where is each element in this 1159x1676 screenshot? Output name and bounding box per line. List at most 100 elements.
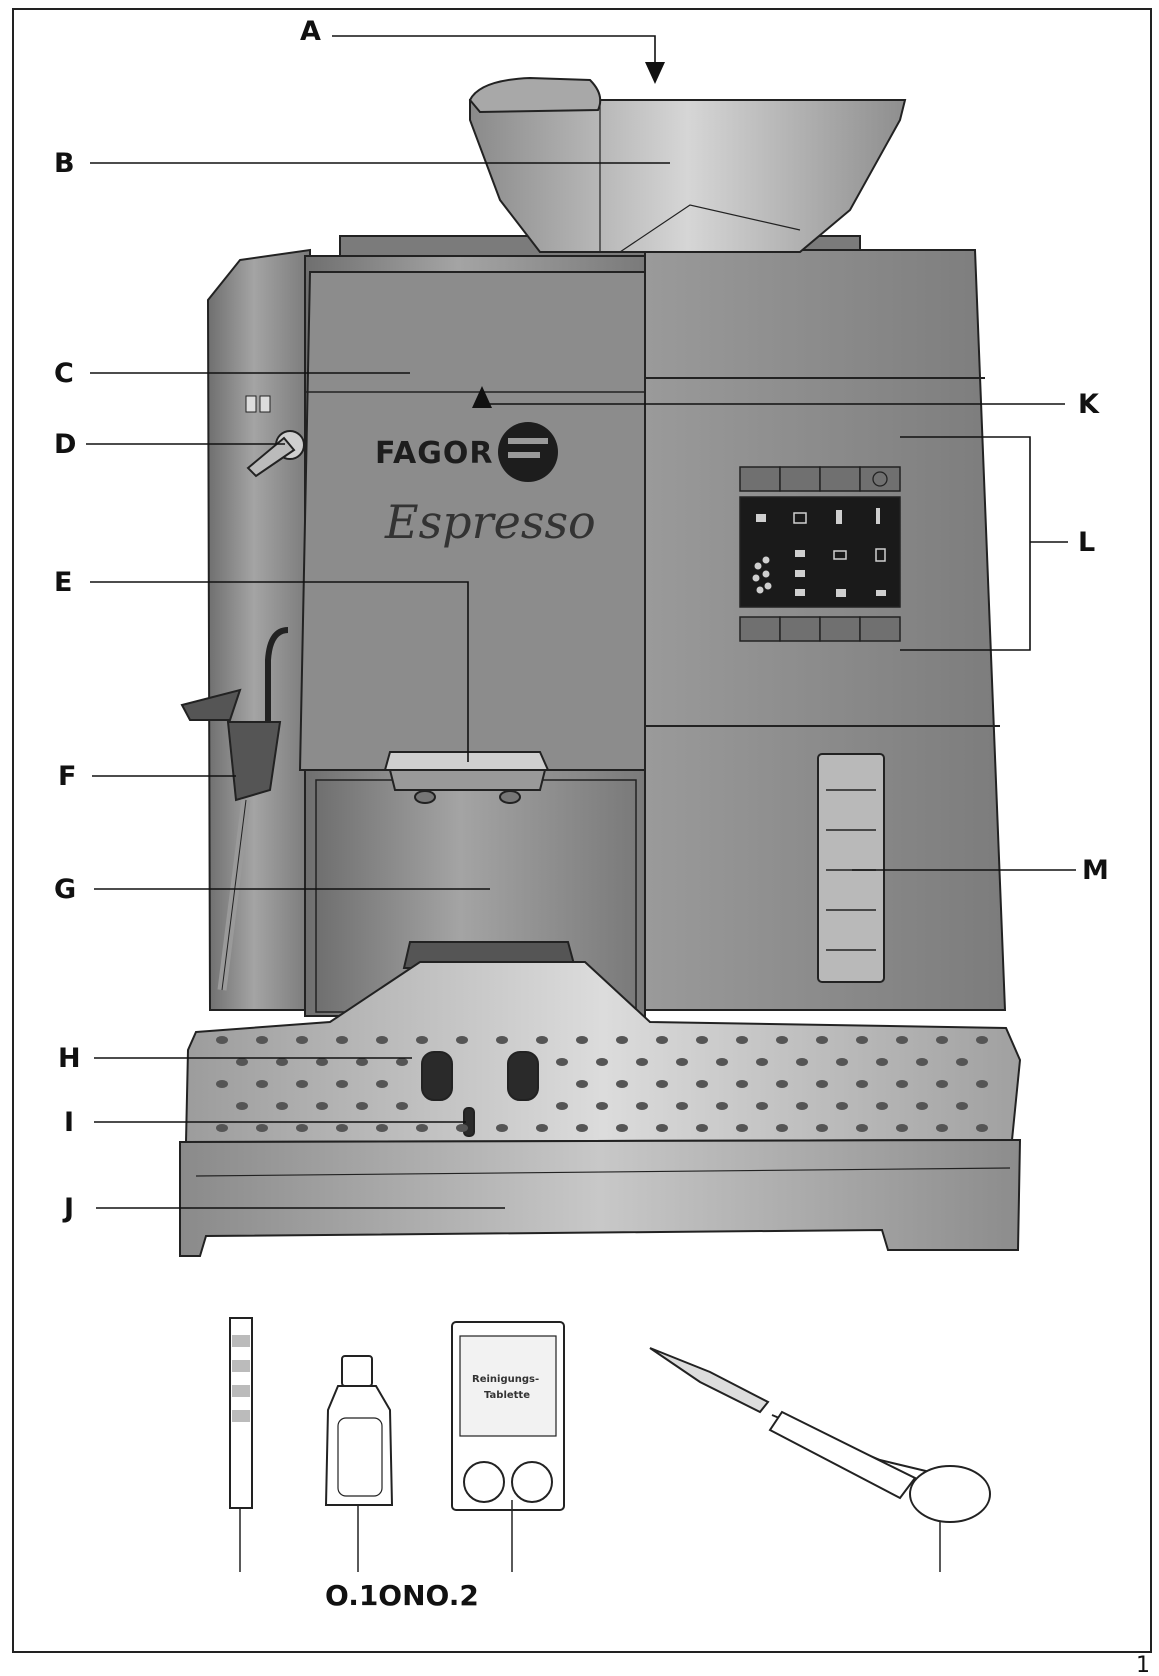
tray-hole: [616, 1036, 628, 1044]
tray-hole: [276, 1102, 288, 1110]
callout-f: F: [58, 761, 76, 792]
callout-l: L: [1078, 527, 1095, 558]
tray-hole: [956, 1102, 968, 1110]
tray-hole: [956, 1058, 968, 1066]
tray-hole: [936, 1036, 948, 1044]
panel-button[interactable]: [819, 466, 861, 492]
power-button[interactable]: [859, 466, 901, 492]
tray-hole: [896, 1124, 908, 1132]
tray-hole: [696, 1080, 708, 1088]
drip-slot: [421, 1051, 453, 1101]
panel-button[interactable]: [859, 616, 901, 642]
tray-hole: [456, 1036, 468, 1044]
brand-logo-text: FAGOR: [375, 436, 494, 471]
steam-icon: [836, 510, 842, 524]
tray-hole: [636, 1102, 648, 1110]
tray-hole: [256, 1124, 268, 1132]
panel-button[interactable]: [779, 616, 821, 642]
tray-hole: [876, 1058, 888, 1066]
tray-hole: [216, 1080, 228, 1088]
tray-hole: [856, 1124, 868, 1132]
tray-hole: [776, 1124, 788, 1132]
tray-hole: [756, 1102, 768, 1110]
tray-hole: [416, 1036, 428, 1044]
tray-hole: [296, 1124, 308, 1132]
tray-hole: [696, 1124, 708, 1132]
tray-hole: [576, 1036, 588, 1044]
tray-hole: [816, 1036, 828, 1044]
tray-hole: [716, 1058, 728, 1066]
tray-hole: [496, 1124, 508, 1132]
cup-medium-icon: [795, 570, 805, 577]
steam-wand: [180, 627, 289, 991]
top-button-row: [739, 466, 901, 492]
callout-e: E: [54, 567, 72, 598]
hopper-lid-handle: [468, 76, 602, 114]
tray-hole: [456, 1124, 468, 1132]
panel-button[interactable]: [739, 616, 781, 642]
tray-hole: [696, 1036, 708, 1044]
page-number: 1: [1136, 1653, 1150, 1676]
tray-hole: [856, 1080, 868, 1088]
tray-hole: [276, 1058, 288, 1066]
tray-hole: [916, 1102, 928, 1110]
callout-h: H: [58, 1043, 81, 1074]
tray-hole: [836, 1102, 848, 1110]
tray-hole: [296, 1080, 308, 1088]
callout-d: D: [54, 429, 76, 460]
callout-j: J: [62, 1193, 74, 1224]
drip-slot: [507, 1051, 539, 1101]
tray-hole: [596, 1102, 608, 1110]
tray-hole: [256, 1036, 268, 1044]
tray-hole: [416, 1124, 428, 1132]
tray-hole: [376, 1124, 388, 1132]
tray-hole: [216, 1036, 228, 1044]
tray-hole: [376, 1036, 388, 1044]
panel-button[interactable]: [739, 466, 781, 492]
arrow-up-icon: [472, 386, 492, 408]
cup-icon: [756, 514, 766, 522]
bean-hopper: [468, 76, 907, 253]
tray-hole: [796, 1058, 808, 1066]
arrow-down-icon: [645, 62, 665, 84]
drip-tray-front: [179, 1138, 1022, 1257]
tray-icon: [836, 589, 846, 597]
panel-button[interactable]: [819, 616, 861, 642]
brand-logo-icon: [498, 422, 558, 482]
cleaning-tablets-card: [451, 1321, 565, 1572]
accessories-caption: O.1ONO.2: [325, 1579, 479, 1612]
double-cup-icon: [793, 512, 807, 524]
tray-hole: [496, 1036, 508, 1044]
accessories: [229, 1317, 991, 1572]
tray-hole: [616, 1124, 628, 1132]
callout-b: B: [54, 148, 75, 179]
grounds-icon: [875, 548, 886, 562]
descaler-bottle: [324, 1355, 394, 1572]
bean-icon: [754, 562, 762, 570]
tablet-label-line1: Reinigungs-: [472, 1374, 539, 1385]
product-script-text: Espresso: [384, 495, 596, 549]
tray-hole: [716, 1102, 728, 1110]
tray-hole: [536, 1124, 548, 1132]
tray-hole: [356, 1058, 368, 1066]
tray-hole: [736, 1036, 748, 1044]
callout-a: A: [300, 16, 321, 47]
tray-hole: [376, 1080, 388, 1088]
cup-small-icon: [795, 550, 805, 557]
control-panel: [739, 466, 901, 642]
tray-hole: [896, 1036, 908, 1044]
tray-hole: [216, 1124, 228, 1132]
tray-hole: [576, 1124, 588, 1132]
water-tank-icon: [833, 550, 847, 560]
panel-button[interactable]: [779, 466, 821, 492]
tray-hole: [916, 1058, 928, 1066]
tray-hole: [556, 1058, 568, 1066]
callout-m: M: [1082, 855, 1109, 886]
tray-hole: [816, 1124, 828, 1132]
tray-perforations: [216, 1036, 988, 1132]
tray-hole: [656, 1080, 668, 1088]
tray-hole: [356, 1102, 368, 1110]
tray-hole: [296, 1036, 308, 1044]
tray-hole: [796, 1102, 808, 1110]
tray-hole: [616, 1080, 628, 1088]
